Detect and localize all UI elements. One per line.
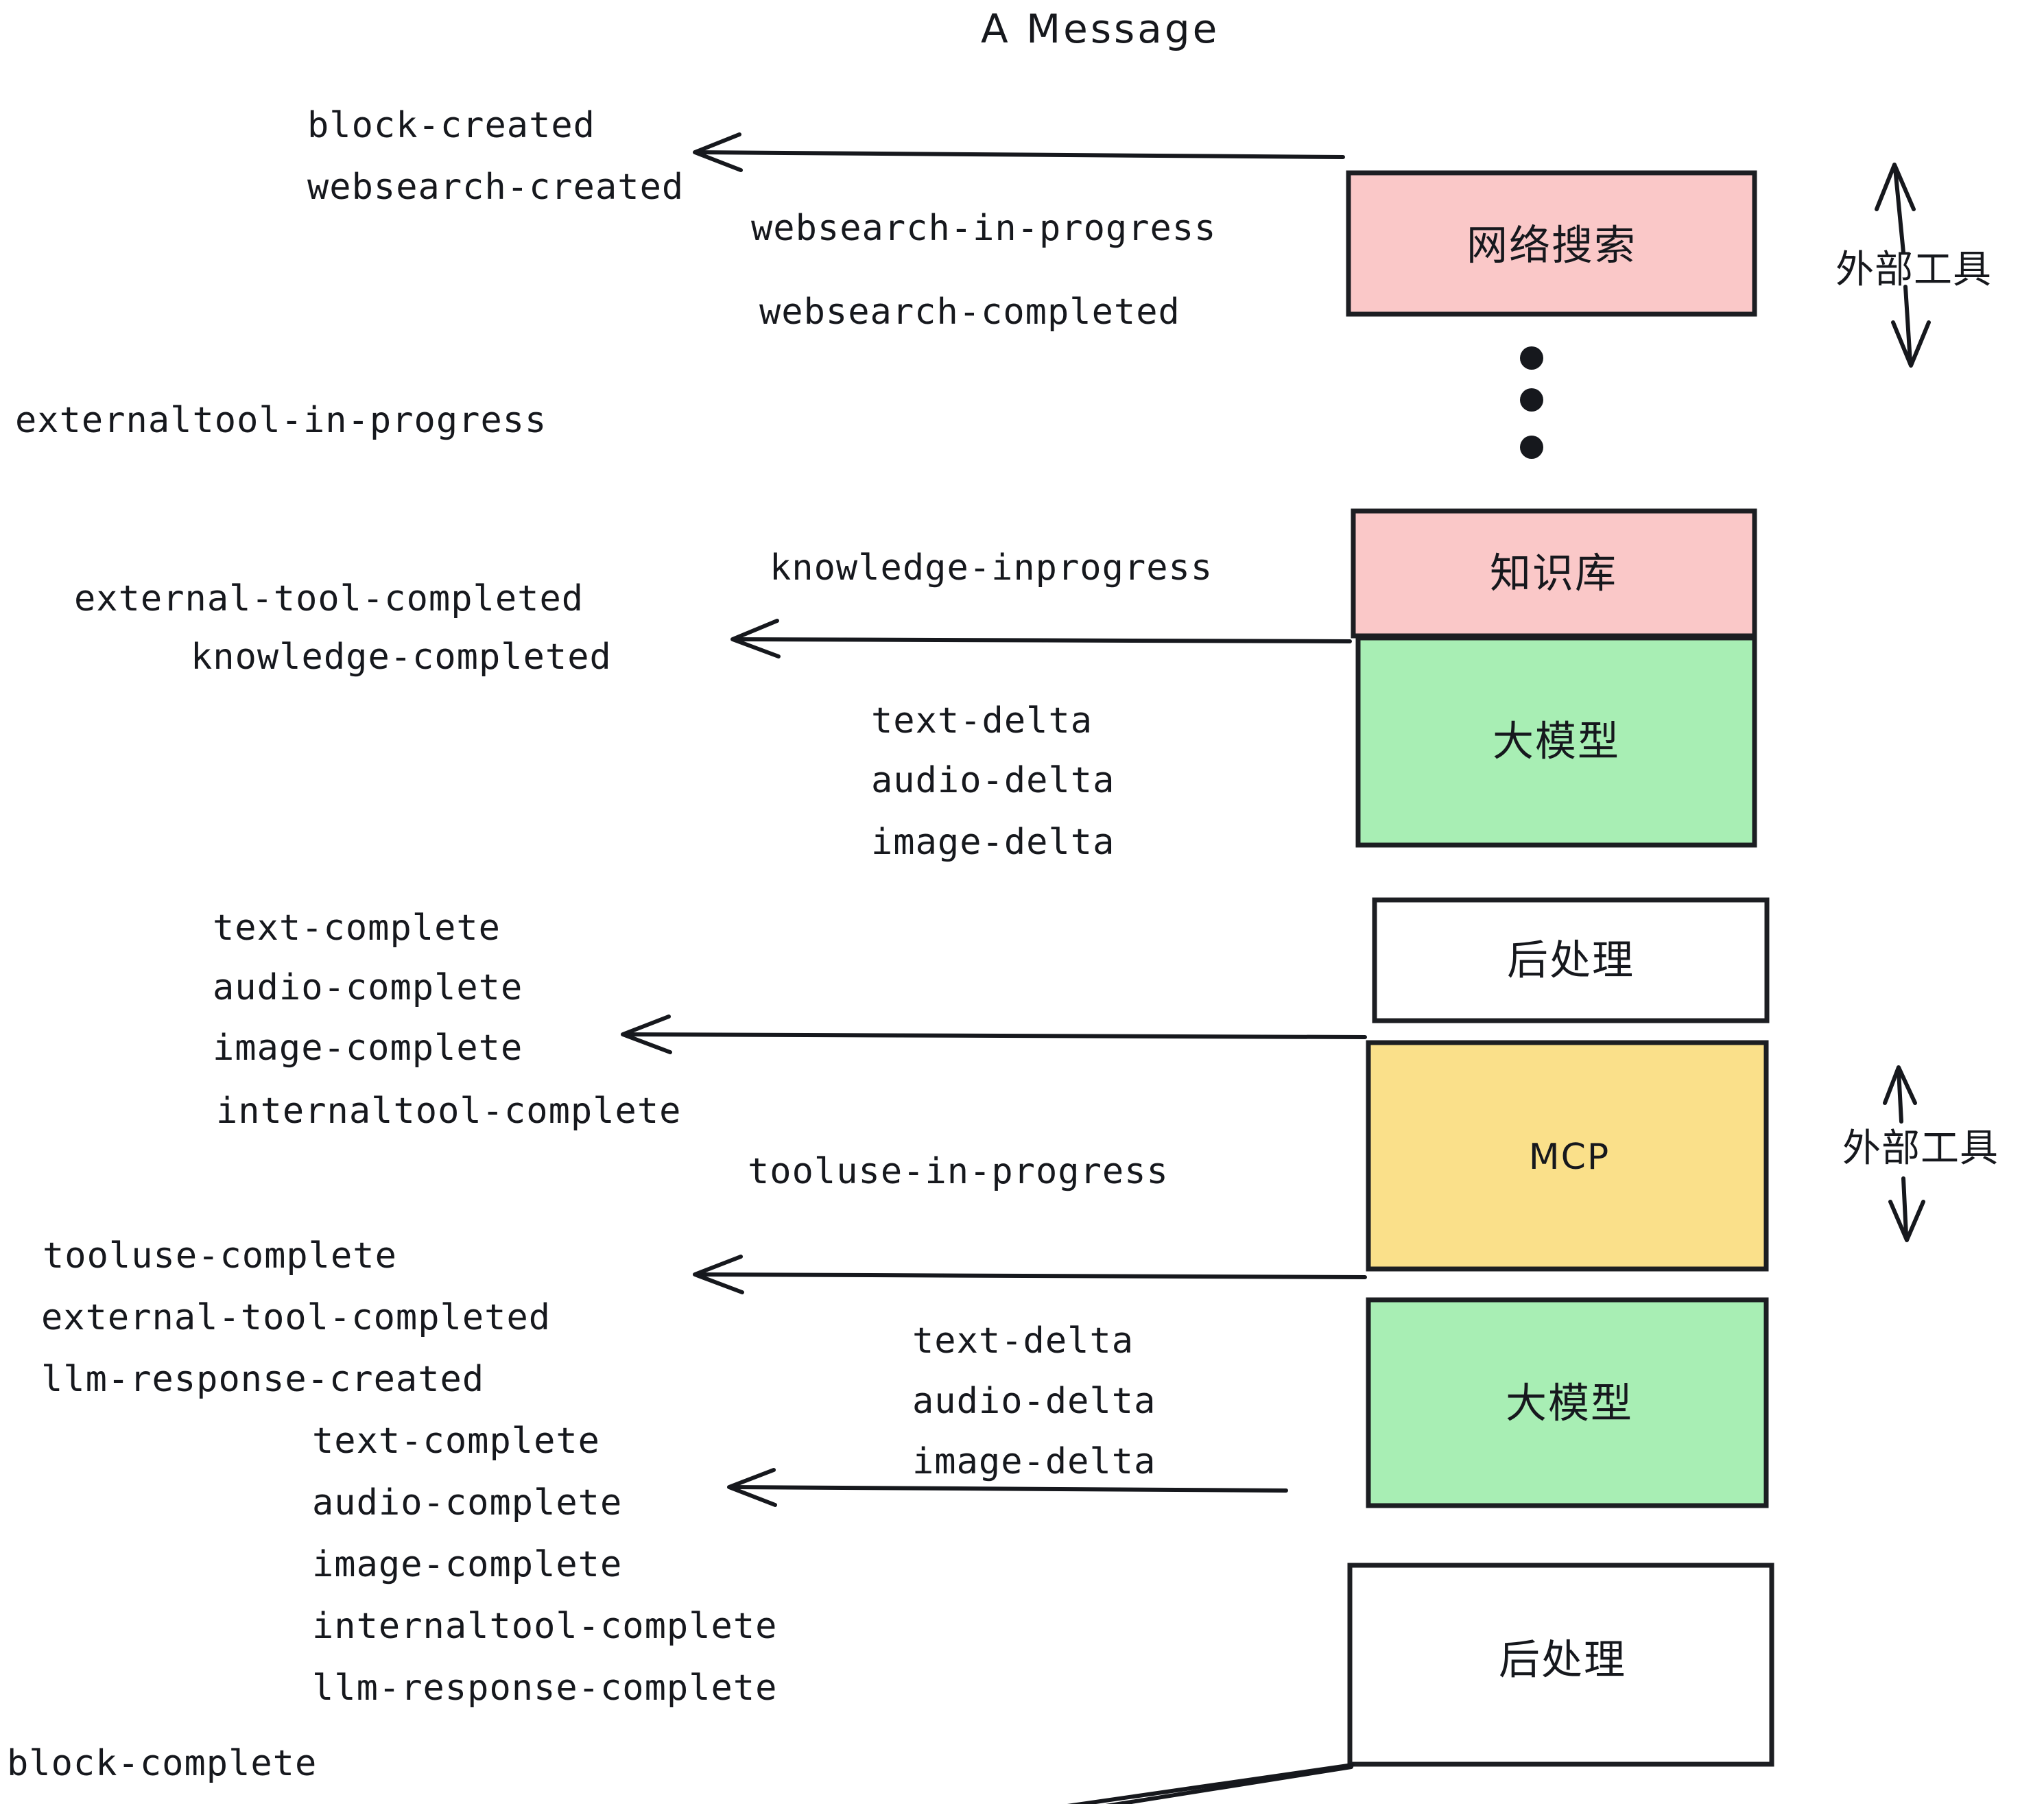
box-postprocess-2[interactable] bbox=[1347, 1563, 1774, 1767]
box-postprocess-2-label: 后处理 bbox=[1499, 1637, 1626, 1685]
box-llm-1-label: 大模型 bbox=[1493, 718, 1620, 766]
event-websearch-created: websearch-created bbox=[307, 167, 684, 208]
event-websearch-completed: websearch-completed bbox=[759, 292, 1180, 333]
box-postprocess-1[interactable] bbox=[1372, 897, 1770, 1023]
event-image-delta-2: image-delta bbox=[912, 1441, 1156, 1482]
box-llm-2[interactable] bbox=[1366, 1297, 1769, 1508]
event-image-delta-1: image-delta bbox=[871, 822, 1115, 863]
box-mcp[interactable] bbox=[1366, 1040, 1769, 1272]
event-external-tool-completed-2: external-tool-completed bbox=[41, 1297, 551, 1338]
event-block-created: block-created bbox=[307, 105, 595, 146]
event-externaltool-in-progress: externaltool-in-progress bbox=[15, 400, 547, 441]
event-llm-response-complete: llm-response-complete bbox=[312, 1667, 777, 1709]
arrow-tooluse-complete bbox=[693, 1255, 1367, 1294]
box-websearch-label: 网络搜索 bbox=[1466, 222, 1637, 270]
event-block-complete: block-complete bbox=[7, 1743, 317, 1784]
event-llm-response-created: llm-response-created bbox=[41, 1359, 484, 1400]
arrow-audio-complete-2 bbox=[727, 1468, 1288, 1507]
box-knowledge[interactable] bbox=[1351, 508, 1757, 639]
arrow-image-complete-1 bbox=[621, 1014, 1367, 1054]
event-text-complete-2: text-complete bbox=[312, 1421, 600, 1462]
arrow-knowledge-completed bbox=[730, 619, 1352, 658]
ellipsis-dot-3 bbox=[1520, 436, 1543, 459]
event-knowledge-completed: knowledge-completed bbox=[191, 637, 612, 678]
event-audio-delta-1: audio-delta bbox=[871, 760, 1115, 801]
event-audio-complete-2: audio-complete bbox=[312, 1482, 622, 1523]
diagram-title: A Message bbox=[981, 5, 1220, 52]
box-knowledge-label: 知识库 bbox=[1490, 550, 1617, 598]
event-audio-delta-2: audio-delta bbox=[912, 1381, 1156, 1422]
event-internaltool-complete-2: internaltool-complete bbox=[312, 1606, 777, 1647]
event-text-complete-1: text-complete bbox=[213, 907, 501, 949]
box-postprocess-1-label: 后处理 bbox=[1507, 937, 1635, 985]
external-tool-label-bottom: 外部工具 bbox=[1842, 1126, 1999, 1171]
event-external-tool-completed-1: external-tool-completed bbox=[74, 578, 584, 619]
event-knowledge-inprogress: knowledge-inprogress bbox=[770, 547, 1213, 589]
box-websearch[interactable] bbox=[1346, 170, 1757, 317]
external-tool-arrow-top bbox=[1875, 163, 1931, 368]
external-tool-label-top: 外部工具 bbox=[1835, 248, 1992, 292]
event-audio-complete-1: audio-complete bbox=[213, 967, 523, 1008]
event-tooluse-in-progress: tooluse-in-progress bbox=[748, 1151, 1169, 1192]
ellipsis-dot-1 bbox=[1520, 346, 1543, 370]
arrow-block-created bbox=[693, 132, 1345, 172]
event-text-delta-2: text-delta bbox=[912, 1320, 1134, 1362]
arrow-block-complete bbox=[1067, 1763, 1355, 1804]
event-image-complete-2: image-complete bbox=[312, 1544, 622, 1585]
event-tooluse-complete: tooluse-complete bbox=[43, 1235, 397, 1277]
box-mcp-label: MCP bbox=[1529, 1137, 1611, 1178]
event-text-delta-1: text-delta bbox=[871, 700, 1093, 741]
external-tool-arrow-bottom bbox=[1883, 1065, 1925, 1242]
event-websearch-in-progress: websearch-in-progress bbox=[751, 208, 1216, 249]
event-image-complete-1: image-complete bbox=[213, 1028, 523, 1069]
event-internaltool-complete-1: internaltool-complete bbox=[216, 1091, 681, 1132]
ellipsis-dot-2 bbox=[1520, 388, 1543, 412]
box-llm-1[interactable] bbox=[1355, 635, 1757, 848]
box-llm-2-label: 大模型 bbox=[1506, 1380, 1633, 1428]
